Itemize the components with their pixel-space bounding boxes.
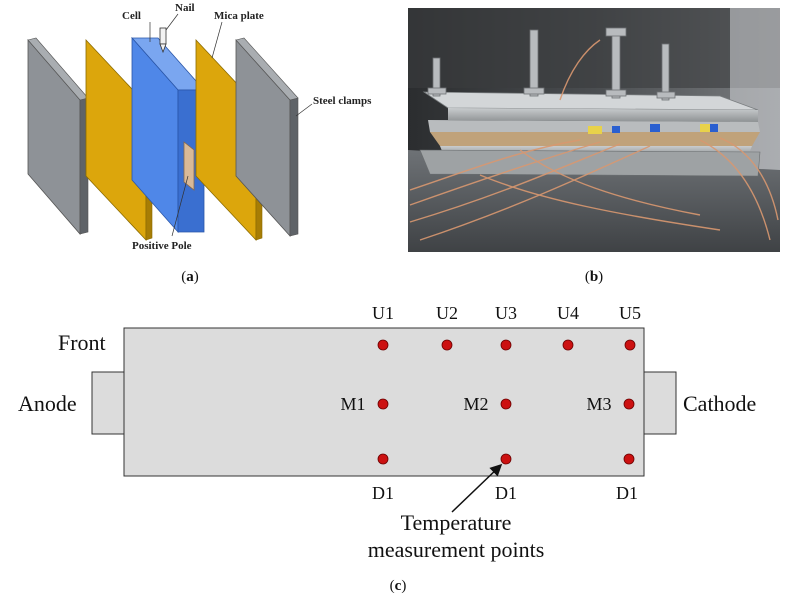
point-m3 — [623, 398, 635, 410]
point-label-u3: U3 — [495, 303, 517, 323]
point-u3 — [500, 339, 512, 351]
panel-a-caption: (a) — [181, 269, 199, 285]
panel-b-photo — [408, 8, 780, 252]
annotation-line-1: Temperature — [401, 510, 512, 535]
pole-leader-line — [171, 175, 189, 237]
anode-label: Anode — [18, 391, 77, 416]
nail-icon — [159, 27, 167, 54]
cell-label: Cell — [122, 10, 141, 22]
point-m2 — [500, 398, 512, 410]
point-d1-right — [623, 453, 635, 465]
anode-tab — [91, 371, 125, 435]
cathode-label: Cathode — [683, 391, 756, 416]
point-label-u1: U1 — [372, 303, 394, 323]
point-label-u4: U4 — [557, 303, 579, 323]
point-label-u2: U2 — [436, 303, 458, 323]
measurement-points — [377, 339, 636, 465]
front-label: Front — [58, 330, 106, 355]
panel-c-caption: (c) — [390, 578, 407, 594]
point-d1-left — [377, 453, 389, 465]
point-label-m3: M3 — [586, 394, 611, 414]
steel-clamp-left — [27, 37, 89, 236]
point-u2 — [441, 339, 453, 351]
steel-clamp-right — [235, 37, 299, 238]
point-u1 — [377, 339, 389, 351]
panel-c-layout: Front Anode Cathode U1 U2 U3 U4 U5 M1 M2… — [18, 303, 756, 562]
positive-pole-label: Positive Pole — [132, 240, 192, 252]
panel-b-caption: (b) — [585, 269, 603, 285]
point-label-d1-left: D1 — [372, 483, 394, 503]
steel-leader-line — [295, 103, 313, 117]
point-u4 — [562, 339, 574, 351]
panel-a-assembly: Cell Nail Mica plate Steel clamps Positi… — [27, 2, 372, 252]
annotation-arrow — [451, 463, 503, 513]
point-d1-center — [500, 453, 512, 465]
point-m1 — [377, 398, 389, 410]
positive-pole-tab — [183, 141, 195, 191]
point-label-d1-center: D1 — [495, 483, 517, 503]
steel-clamps-label: Steel clamps — [313, 95, 372, 107]
point-label-u5: U5 — [619, 303, 641, 323]
nail-label: Nail — [175, 2, 195, 14]
mica-leader-line — [211, 21, 223, 59]
cathode-tab — [643, 371, 677, 435]
point-u5 — [624, 339, 636, 351]
point-label-m2: M2 — [463, 394, 488, 414]
annotation-line-2: measurement points — [368, 537, 545, 562]
nail-leader-line — [165, 13, 179, 31]
point-label-d1-right: D1 — [616, 483, 638, 503]
point-label-m1: M1 — [340, 394, 365, 414]
mica-plate-label: Mica plate — [214, 10, 264, 22]
